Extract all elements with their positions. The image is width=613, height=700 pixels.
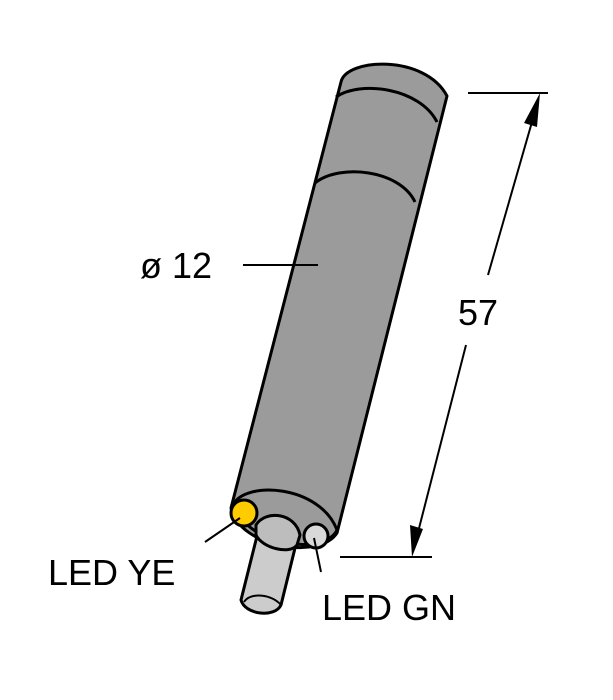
led-ye-leader <box>204 517 241 543</box>
cable <box>239 530 299 615</box>
length-label: 57 <box>458 292 498 333</box>
diameter-label: ø 12 <box>140 245 212 286</box>
led-gn-leader <box>313 537 322 573</box>
arrowhead-bottom <box>410 525 423 557</box>
sensor-body <box>229 62 449 552</box>
cable-collar <box>254 513 302 552</box>
band-line-middle <box>314 170 417 203</box>
arrowhead-top <box>524 93 540 127</box>
led-ye-label: LED YE <box>48 552 175 593</box>
length-dimension <box>340 92 548 558</box>
led-gn-label: LED GN <box>322 587 456 628</box>
band-line-top <box>335 86 439 123</box>
